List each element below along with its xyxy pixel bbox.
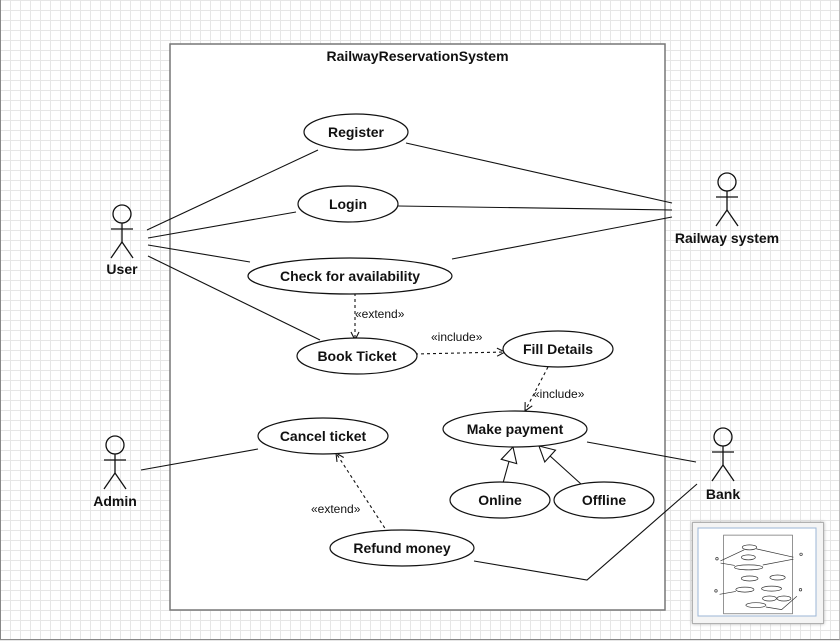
stereotype-extend-2: «extend»	[311, 502, 361, 516]
assoc-user-login[interactable]	[147, 211, 297, 239]
dependency-lines: «extend» «include» «include» «extend»	[311, 293, 585, 534]
gen-online-payment[interactable]	[500, 445, 518, 484]
actor-user-icon	[112, 204, 132, 224]
usecase-register-label: Register	[328, 124, 385, 140]
actor-user-label: User	[106, 261, 138, 277]
actor-bank-icon	[713, 427, 733, 447]
assoc-login-railway[interactable]	[397, 205, 673, 211]
actor-admin-label: Admin	[93, 493, 137, 509]
usecase-make-payment-label: Make payment	[467, 421, 564, 437]
usecase-cancel-ticket[interactable]: Cancel ticket	[257, 417, 389, 455]
overview-thumbnail-icon	[697, 527, 817, 617]
usecase-login-label: Login	[329, 196, 367, 212]
usecase-cancel-ticket-label: Cancel ticket	[280, 428, 367, 444]
usecase-fill-details-label: Fill Details	[523, 341, 593, 357]
actor-admin[interactable]: Admin	[93, 435, 137, 509]
actor-bank-label: Bank	[706, 486, 740, 502]
extend-refund-cancel[interactable]	[336, 453, 389, 534]
usecase-offline-label: Offline	[582, 492, 627, 508]
usecase-online[interactable]: Online	[449, 481, 551, 519]
stereotype-extend-1: «extend»	[355, 307, 405, 321]
usecase-check-availability[interactable]: Check for availability	[247, 257, 453, 295]
association-lines	[140, 142, 698, 581]
usecase-book-ticket[interactable]: Book Ticket	[296, 337, 418, 375]
assoc-user-book[interactable]	[147, 255, 321, 341]
system-title: RailwayReservationSystem	[326, 48, 508, 64]
assoc-user-check[interactable]	[147, 244, 251, 263]
actor-railway-system[interactable]: Railway system	[675, 172, 779, 246]
usecase-online-label: Online	[478, 492, 522, 508]
actor-bank[interactable]: Bank	[706, 427, 740, 502]
usecase-refund-money-label: Refund money	[353, 540, 450, 556]
usecase-book-ticket-label: Book Ticket	[317, 348, 396, 364]
usecase-check-availability-label: Check for availability	[280, 268, 420, 284]
assoc-admin-cancel[interactable]	[140, 448, 259, 471]
assoc-refund-bank[interactable]	[473, 483, 698, 581]
stereotype-include-1: «include»	[431, 330, 483, 344]
overview-navigator[interactable]	[692, 522, 824, 624]
usecase-fill-details[interactable]: Fill Details	[502, 330, 614, 368]
actor-railway-system-label: Railway system	[675, 230, 779, 246]
system-boundary[interactable]: RailwayReservationSystem	[169, 43, 666, 611]
actor-user[interactable]: User	[106, 204, 138, 277]
include-fill-payment[interactable]	[525, 366, 549, 411]
usecase-refund-money[interactable]: Refund money	[329, 529, 475, 567]
usecase-offline[interactable]: Offline	[553, 481, 655, 519]
actor-railway-system-icon	[717, 172, 737, 192]
usecase-make-payment[interactable]: Make payment	[442, 410, 588, 448]
gen-offline-payment[interactable]	[538, 445, 582, 485]
assoc-user-register[interactable]	[146, 149, 319, 231]
stereotype-include-2: «include»	[533, 387, 585, 401]
assoc-register-railway[interactable]	[405, 142, 673, 204]
assoc-check-railway[interactable]	[451, 216, 673, 260]
usecase-login[interactable]: Login	[297, 185, 399, 223]
usecase-register[interactable]: Register	[303, 113, 409, 151]
assoc-payment-bank[interactable]	[586, 441, 697, 463]
generalization-lines	[500, 445, 582, 485]
actor-admin-icon	[105, 435, 125, 455]
